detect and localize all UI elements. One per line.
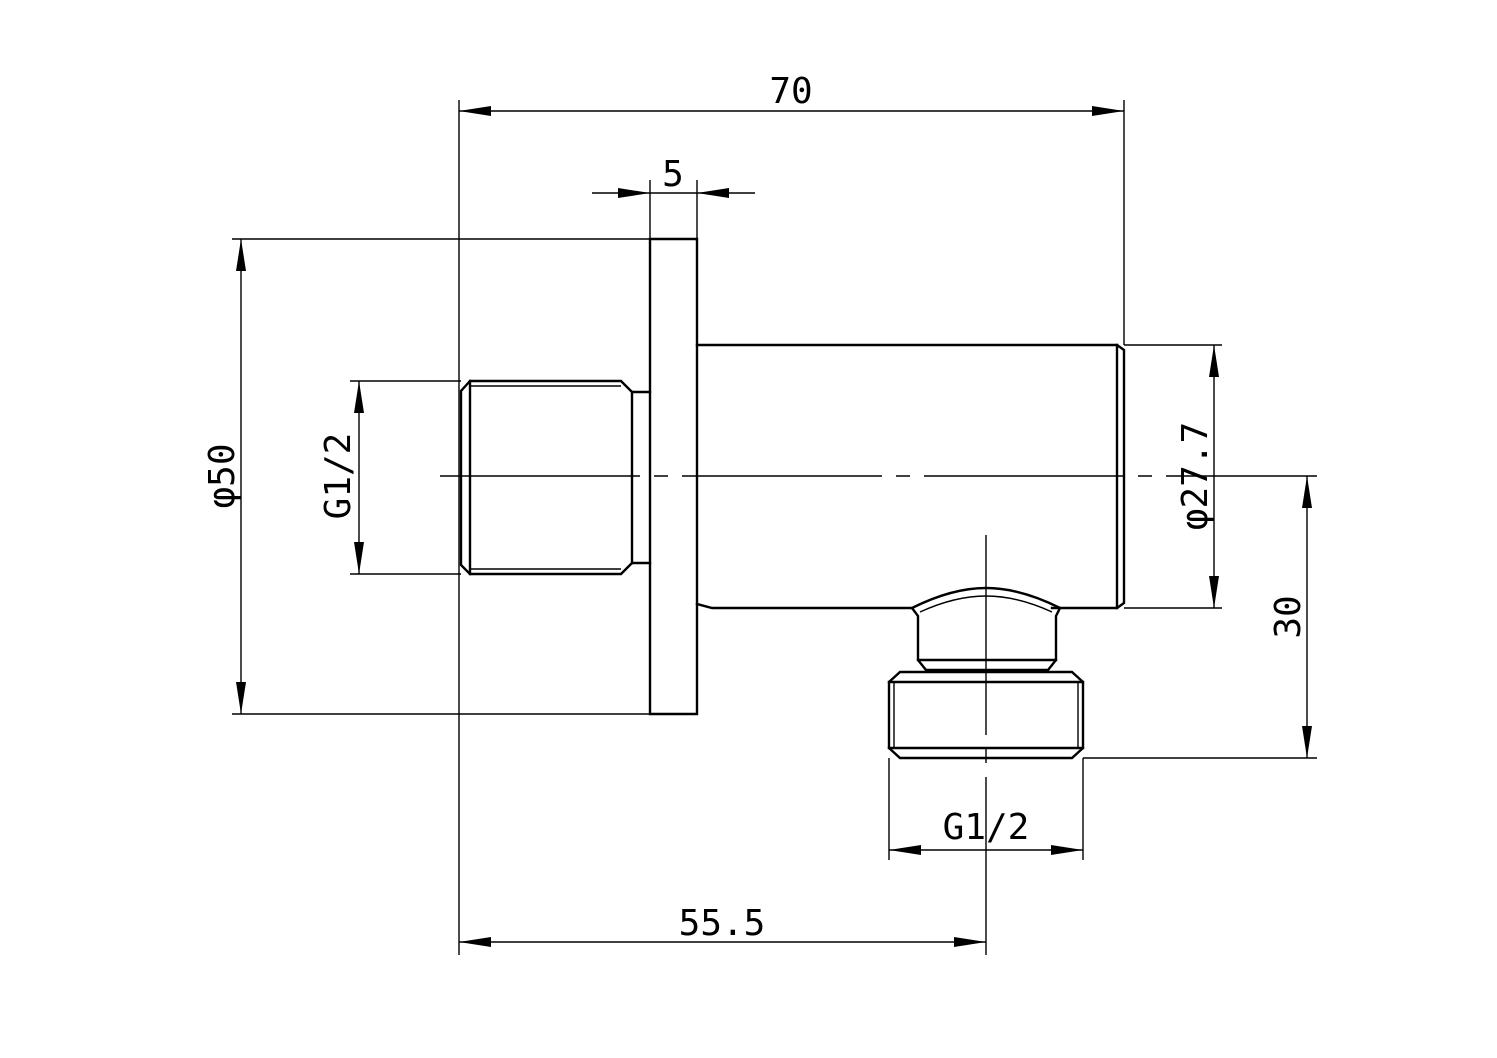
dim-55-arrow-left bbox=[459, 937, 491, 947]
centerlines bbox=[440, 475, 1240, 780]
dim-overall-length-label: 70 bbox=[769, 71, 812, 112]
dim-flange-thickness-label: 5 bbox=[662, 154, 684, 195]
dim-70-arrow-left bbox=[459, 106, 491, 116]
dim-outlet-thread-label: G1/2 bbox=[943, 807, 1030, 848]
inlet-thread-body bbox=[459, 379, 652, 576]
extension-lines bbox=[232, 100, 1317, 955]
dim-70-arrow-right bbox=[1092, 106, 1124, 116]
dim-50-arrow-bottom bbox=[236, 682, 246, 714]
dim-inlet-arrow-bottom bbox=[354, 542, 364, 574]
wall-flange bbox=[648, 237, 699, 716]
dim-inlet-thread-label: G1/2 bbox=[318, 433, 359, 520]
dimension-lines bbox=[236, 106, 1312, 947]
dim-27-arrow-bottom bbox=[1209, 576, 1219, 608]
dim-outlet-height-label: 30 bbox=[1268, 595, 1309, 638]
part-outline bbox=[459, 237, 1126, 760]
cylinder-body bbox=[695, 343, 1126, 610]
dim-outlet-offset-label: 55.5 bbox=[679, 903, 766, 944]
dim-5-arrow-left bbox=[618, 188, 650, 198]
dim-outlet-arrow-left bbox=[889, 845, 921, 855]
outlet-neck-inner bbox=[919, 595, 1053, 613]
dim-27-arrow-top bbox=[1209, 345, 1219, 377]
dim-50-arrow-top bbox=[236, 239, 246, 271]
dim-30-arrow-top bbox=[1302, 476, 1312, 508]
dim-body-diameter-label: φ27.7 bbox=[1175, 422, 1216, 530]
dim-flange-diameter-label: φ50 bbox=[202, 443, 243, 508]
dim-5-arrow-right bbox=[697, 188, 729, 198]
outlet-neck bbox=[910, 586, 1062, 672]
outlet-thread-body bbox=[887, 670, 1085, 760]
dim-55-arrow-right bbox=[954, 937, 986, 947]
dim-outlet-arrow-right bbox=[1051, 845, 1083, 855]
dim-30-arrow-bottom bbox=[1302, 726, 1312, 758]
dimension-labels: 70 5 φ50 G1/2 φ27.7 30 G1/2 55.5 bbox=[202, 71, 1309, 944]
dim-inlet-arrow-top bbox=[354, 381, 364, 413]
